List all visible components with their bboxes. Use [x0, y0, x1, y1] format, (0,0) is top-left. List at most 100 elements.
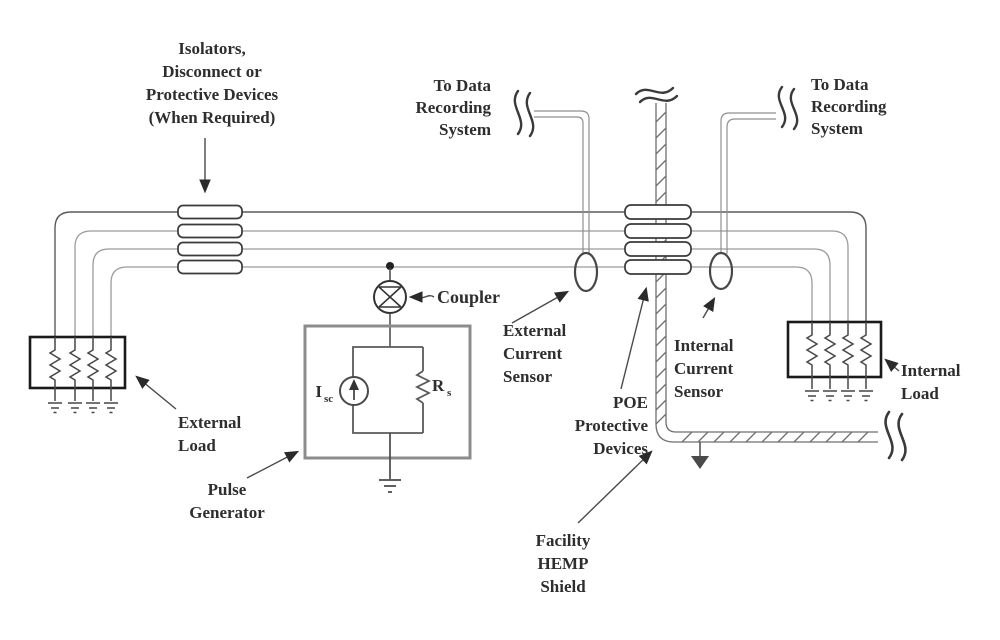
- isc-label: I: [315, 382, 322, 401]
- pulse-generator-box: [303, 324, 472, 460]
- facility-shield-label-line1: Facility: [536, 531, 591, 550]
- isolator-devices: [177, 204, 243, 275]
- external-load-label-line1: External: [178, 413, 242, 432]
- poe-label-line3: Devices: [593, 439, 648, 458]
- conductor-1: [54, 211, 867, 337]
- poe-box: [624, 204, 692, 220]
- poe-box: [624, 241, 692, 257]
- rs-subscript: s: [447, 387, 452, 399]
- cable-break-right: [777, 85, 799, 131]
- external-sensor-label-line2: Current: [503, 344, 563, 363]
- recording-cable-right: [720, 112, 776, 254]
- cable-break-left: [513, 89, 535, 138]
- current-source-arrow-head: [349, 379, 359, 390]
- to-data-right-line1: To Data: [811, 75, 869, 94]
- source-resistor: [414, 370, 432, 404]
- pulse-generator-assembly: I sc R s: [303, 324, 472, 493]
- poe-box: [624, 223, 692, 239]
- load-ground: [68, 388, 82, 414]
- arrow-external-sensor: [511, 290, 570, 324]
- internal-sensor-label-line1: Internal: [674, 336, 734, 355]
- to-data-left-line3: System: [439, 120, 491, 139]
- poe-label-line2: Protective: [575, 416, 649, 435]
- load-ground: [805, 377, 819, 402]
- cable-line: [534, 110, 590, 254]
- rs-label: R: [432, 376, 445, 395]
- load-ground: [841, 377, 855, 402]
- load-ground: [86, 388, 100, 414]
- bus-conductors: [54, 211, 867, 337]
- to-data-left-line1: To Data: [434, 76, 492, 95]
- isolators-label-line3: Protective Devices: [146, 85, 279, 104]
- arrow-internal-sensor: [702, 296, 716, 319]
- poe-label-line1: POE: [613, 393, 648, 412]
- external-sensor-label-line3: Sensor: [503, 367, 553, 386]
- isc-subscript: sc: [324, 393, 333, 405]
- internal-sensor-label-line3: Sensor: [674, 382, 724, 401]
- cable-line: [720, 112, 776, 254]
- external-sensor-label-line1: External: [503, 321, 567, 340]
- load-resistor: [841, 322, 855, 377]
- arrow-facility-shield: [577, 450, 653, 524]
- internal-sensor-label-line2: Current: [674, 359, 734, 378]
- poe-box: [624, 259, 692, 275]
- pulse-generator-label-line2: Generator: [189, 503, 265, 522]
- conductor-3: [92, 248, 831, 337]
- arrow-coupler: [408, 291, 435, 303]
- shield-hatching-horizontal: [681, 431, 869, 443]
- facility-hemp-shield: [655, 103, 878, 443]
- isolators-label-line4: (When Required): [149, 108, 276, 127]
- shield-inner-rail: [665, 103, 878, 433]
- to-data-right-line2: Recording: [811, 97, 887, 116]
- load-resistor: [823, 322, 837, 377]
- arrow-pulse-generator: [246, 450, 300, 479]
- shield-break-top: [634, 86, 679, 104]
- leader-arrows: [135, 138, 900, 524]
- load-ground: [104, 388, 118, 414]
- internal-load-assembly: [786, 320, 883, 402]
- coupler-hourglass: [378, 286, 402, 308]
- shield-break-right: [884, 410, 907, 462]
- pulse-generator-label-line1: Pulse: [208, 480, 247, 499]
- internal-load-box: [786, 320, 883, 379]
- isolators-label-line2: Disconnect or: [162, 62, 262, 81]
- labels: Isolators, Disconnect or Protective Devi…: [146, 39, 961, 596]
- recording-cable-left: [534, 110, 590, 254]
- internal-load-label-line1: Internal: [901, 361, 961, 380]
- cable-line: [534, 116, 584, 254]
- cable-line: [726, 118, 776, 254]
- external-load-label-line2: Load: [178, 436, 216, 455]
- arrow-external-load: [135, 375, 177, 410]
- internal-load-label-line2: Load: [901, 384, 939, 403]
- isolator-box: [177, 259, 243, 275]
- isolator-box: [177, 241, 243, 257]
- coupler-assembly: [373, 262, 407, 347]
- load-resistor: [68, 337, 82, 388]
- load-resistor: [859, 322, 873, 377]
- conductor-4: [110, 266, 813, 337]
- facility-shield-label-line3: Shield: [540, 577, 586, 596]
- coupler-label: Coupler: [437, 287, 500, 307]
- arrow-poe: [620, 286, 649, 390]
- to-data-right-line3: System: [811, 119, 863, 138]
- load-ground: [859, 377, 873, 402]
- shield-ground: [691, 442, 709, 469]
- arrow-internal-load: [884, 358, 900, 372]
- load-ground: [823, 377, 837, 402]
- ground-arrow: [691, 456, 709, 469]
- conductor-2: [74, 230, 849, 337]
- load-resistor: [104, 337, 118, 388]
- isolators-label-line1: Isolators,: [178, 39, 246, 58]
- isolator-box: [177, 204, 243, 220]
- load-resistor: [48, 337, 62, 388]
- load-resistor: [805, 322, 819, 377]
- load-resistor: [86, 337, 100, 388]
- to-data-left-line2: Recording: [415, 98, 491, 117]
- generator-ground: [379, 433, 401, 493]
- load-ground: [48, 388, 62, 414]
- external-load-assembly: [28, 335, 127, 414]
- shield-outer-rail: [655, 103, 878, 443]
- external-current-sensor-probe: [573, 251, 599, 293]
